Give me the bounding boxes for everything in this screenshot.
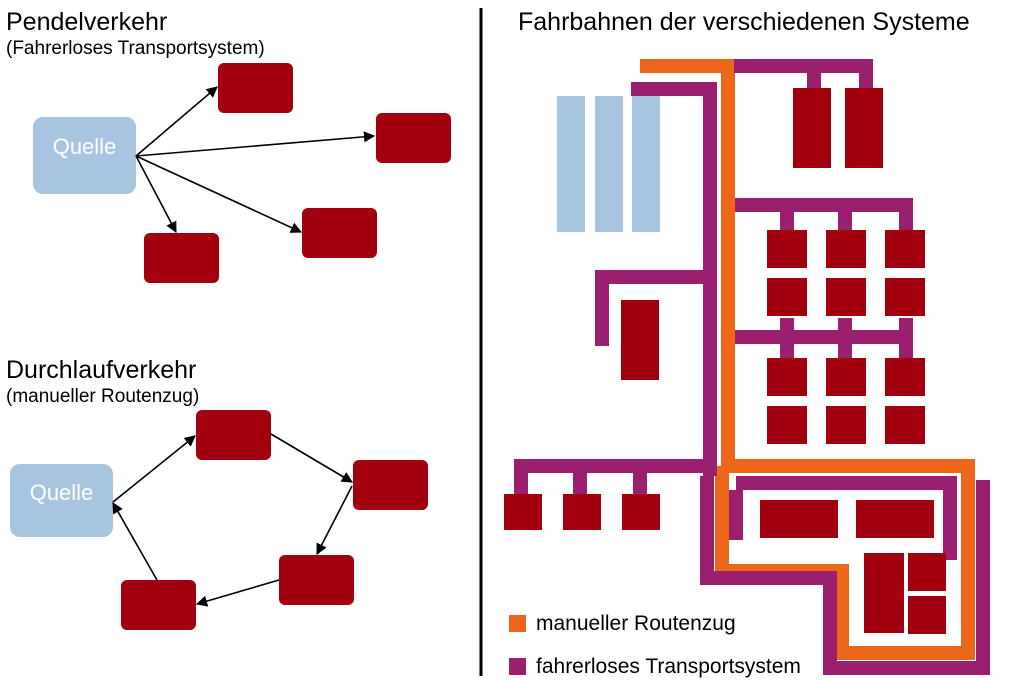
station-area-2 (856, 500, 934, 538)
station-grid-b3 (885, 358, 925, 396)
storage-rack-3 (632, 96, 660, 232)
pendel-arrow-4 (135, 155, 177, 233)
legend-label-agv: fahrerloses Transportsystem (536, 655, 801, 678)
durchlauf-arrow-1 (112, 435, 196, 503)
station-grid-a1 (767, 230, 807, 268)
station-area-1 (760, 500, 838, 538)
storage-rack-1 (557, 96, 585, 232)
durchlauf-source-node (10, 464, 113, 537)
station-grid-a2 (826, 230, 866, 268)
legend-swatch-agv (509, 658, 526, 675)
station-grid-b2 (826, 358, 866, 396)
durchlauf-station-2 (353, 460, 428, 510)
station-grid-a4 (767, 278, 807, 316)
durchlauf-subtitle: (manueller Routenzug) (6, 386, 200, 407)
station-single (621, 300, 659, 380)
pendel-subtitle: (Fahrerloses Transportsystem) (6, 38, 265, 59)
pendel-arrow-1 (135, 86, 218, 157)
legend-label-manual: manueller Routenzug (536, 612, 736, 635)
station-grid-b6 (885, 406, 925, 444)
durchlauf-source-label: Quelle (29, 480, 94, 505)
station-bottom-3 (622, 494, 660, 530)
legend-swatch-manual (509, 615, 526, 632)
station-grid-a6 (885, 278, 925, 316)
station-grid-b4 (767, 406, 807, 444)
pendel-station-3 (302, 208, 377, 258)
durchlauf-arrow-3 (316, 485, 353, 555)
station-area-4 (908, 553, 946, 591)
pendel-arrow-3 (135, 155, 303, 233)
durchlauf-title: Durchlaufverkehr (6, 356, 197, 384)
station-area-5 (908, 596, 946, 634)
pendel-station-2 (376, 113, 451, 163)
durchlauf-station-4 (121, 580, 196, 630)
storage-rack-2 (595, 96, 623, 232)
station-grid-b5 (826, 406, 866, 444)
station-top-2 (845, 88, 883, 168)
durchlauf-arrow-4 (195, 579, 280, 607)
durchlauf-arrow-2 (270, 433, 353, 483)
durchlauf-station-3 (279, 555, 354, 605)
station-top-1 (793, 88, 831, 168)
durchlauf-diagram (10, 410, 428, 630)
pendel-source-label: Quelle (52, 134, 117, 159)
pendel-diagram (33, 63, 451, 283)
station-bottom-1 (504, 494, 542, 530)
pendel-source-node (33, 117, 136, 194)
agv-route-paths (514, 59, 990, 675)
pendel-title: Pendelverkehr (6, 8, 168, 36)
layout-plan (504, 59, 990, 675)
station-grid-a5 (826, 278, 866, 316)
station-bottom-2 (563, 494, 601, 530)
layout-title: Fahrbahnen der verschiedenen Systeme (518, 8, 970, 36)
durchlauf-arrow-5 (112, 502, 158, 581)
durchlauf-station-1 (196, 410, 271, 460)
station-grid-b1 (767, 358, 807, 396)
pendel-station-4 (144, 233, 219, 283)
pendel-station-1 (218, 63, 293, 113)
pendel-arrow-2 (135, 131, 376, 157)
station-grid-a3 (885, 230, 925, 268)
station-area-3 (864, 553, 904, 633)
